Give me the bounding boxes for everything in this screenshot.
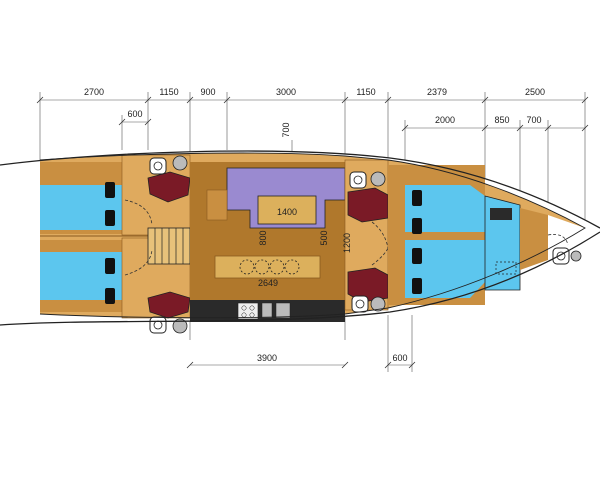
- hatch-icon: [412, 218, 422, 234]
- head-compartment-starboard: [147, 291, 191, 319]
- hatch-icon: [105, 210, 115, 226]
- toilet-icon: [552, 247, 570, 265]
- dim-label: 800: [258, 230, 268, 245]
- sink-icon: [172, 155, 188, 171]
- forward-berth-port: [405, 185, 485, 232]
- dim-label: 2379: [427, 87, 447, 97]
- dim-label: 850: [494, 115, 509, 125]
- dim-label: 2649: [258, 278, 278, 288]
- dim-label: 2700: [84, 87, 104, 97]
- sink-icon: [370, 296, 386, 312]
- dimension-labels: 2700 1150 900 3000 1150 2379 2500 600 20…: [84, 87, 545, 363]
- dim-label: 3900: [257, 353, 277, 363]
- dim-label: 600: [127, 109, 142, 119]
- dim-label: 3000: [276, 87, 296, 97]
- hatch-icon: [412, 190, 422, 206]
- dim-label: 500: [319, 230, 329, 245]
- sink-icon: [261, 302, 273, 319]
- aft-cabin-port: [40, 162, 122, 234]
- head-compartment-port: [147, 171, 191, 203]
- forward-heads: [344, 159, 389, 313]
- hatch-icon: [412, 248, 422, 264]
- aft-heads: [121, 154, 191, 334]
- saloon: [190, 162, 346, 322]
- stairs-icon: [147, 227, 191, 265]
- dim-label: 1200: [342, 233, 352, 253]
- dim-label: 700: [526, 115, 541, 125]
- dim-label: 2000: [435, 115, 455, 125]
- toilet-icon: [349, 171, 367, 189]
- toilet-icon: [149, 157, 167, 175]
- toilet-icon: [149, 316, 167, 334]
- sink-icon: [570, 250, 582, 262]
- dim-label: 1150: [159, 87, 178, 97]
- salon-table: [257, 195, 317, 225]
- forward-berth-starboard: [405, 240, 485, 298]
- hatch-icon: [105, 288, 115, 304]
- dim-label: 2500: [525, 87, 545, 97]
- dim-label: 600: [392, 353, 407, 363]
- head-compartment-port: [347, 187, 389, 223]
- galley-island: [214, 255, 321, 279]
- forward-cabins: [388, 165, 485, 305]
- stove-icon: [237, 302, 259, 320]
- dim-label: 1150: [356, 87, 375, 97]
- sink-icon: [370, 171, 386, 187]
- hatch-icon: [105, 182, 115, 198]
- hatch-icon: [412, 278, 422, 294]
- hatch-icon: [105, 258, 115, 274]
- dim-label: 700: [281, 122, 291, 137]
- toilet-icon: [351, 295, 369, 313]
- aft-cabin-starboard: [40, 240, 122, 312]
- sink-icon: [275, 302, 291, 319]
- bow-hatch: [490, 208, 512, 220]
- dim-label: 1400: [277, 207, 297, 217]
- dim-label: 900: [200, 87, 215, 97]
- sink-icon: [172, 318, 188, 334]
